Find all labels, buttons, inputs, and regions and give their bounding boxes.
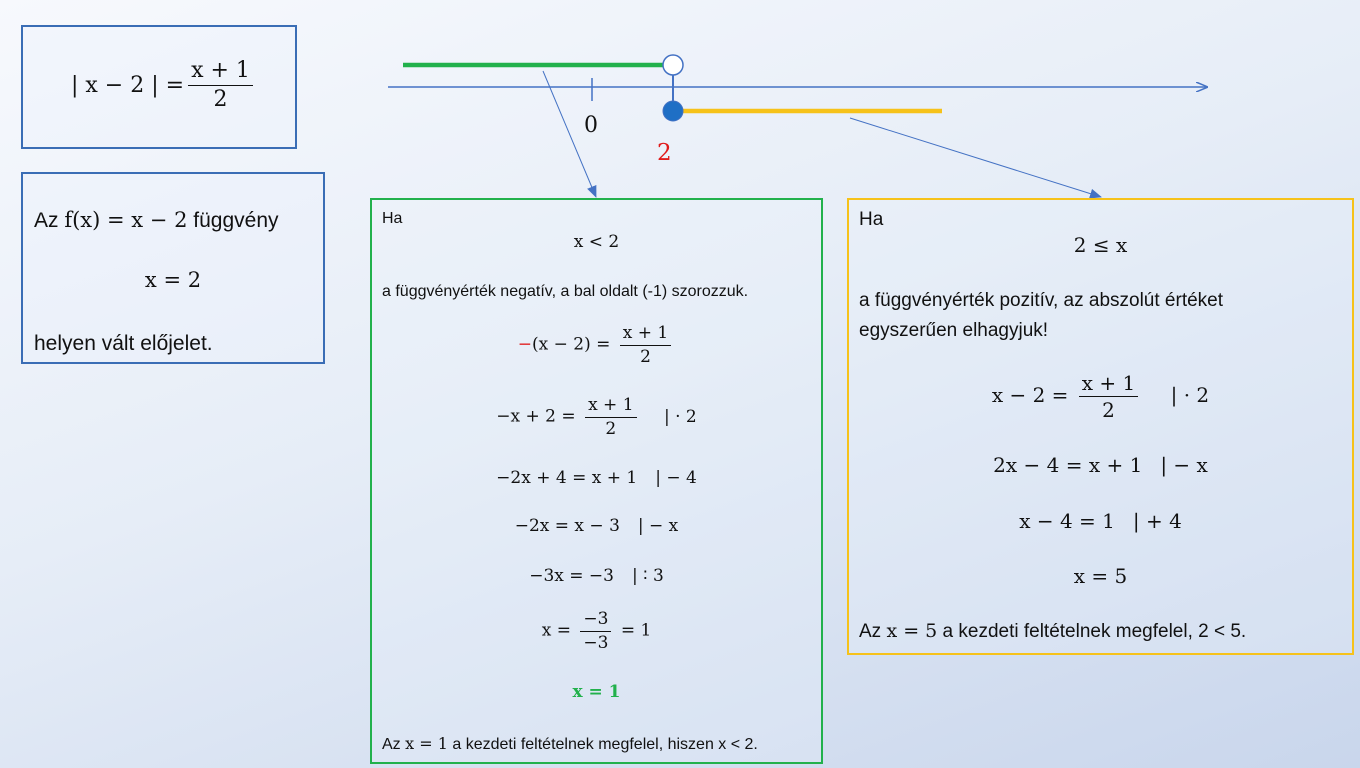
equation-box: | x − 2 | = x + 1 2 xyxy=(21,25,297,149)
equation-numerator: x + 1 xyxy=(188,58,253,87)
right-conclusion-post: a kezdeti feltételnek megfelel, 2 < 5. xyxy=(937,621,1247,642)
right-step-1-num: x + 1 xyxy=(1078,372,1139,397)
left-step-6-fraction: −3 −3 xyxy=(580,610,612,653)
sign-line-2: x = 2 xyxy=(144,268,202,292)
left-step-3-note: | − 4 xyxy=(655,468,697,488)
right-step-1-fraction: x + 1 2 xyxy=(1078,372,1139,422)
right-step-1-lhs: x − 2 = xyxy=(991,383,1069,407)
left-ha: Ha xyxy=(382,210,403,227)
left-step-5: −3x = −3 | ∶ 3 xyxy=(372,566,821,586)
left-step-4-note: | − x xyxy=(637,516,679,536)
left-step-2-num: x + 1 xyxy=(585,396,637,418)
closed-point-icon xyxy=(662,100,684,122)
left-step-3-eq: −2x + 4 = x + 1 xyxy=(496,468,638,488)
left-step-5-eq: −3x = −3 xyxy=(529,566,614,586)
right-conclusion-math: x = 5 xyxy=(886,620,938,642)
equation-denominator: 2 xyxy=(213,87,228,113)
arrow-to-left-case xyxy=(542,70,597,198)
left-conclusion: Az x = 1 a kezdeti feltételnek megfelel,… xyxy=(382,734,758,754)
right-step-2-note: | − x xyxy=(1160,453,1208,477)
sign-prefix: Az xyxy=(34,209,65,232)
main-equation: | x − 2 | = x + 1 2 xyxy=(71,58,257,113)
right-step-1: x − 2 = x + 1 2 | · 2 xyxy=(849,372,1352,421)
right-step-2: 2x − 4 = x + 1 | − x xyxy=(849,453,1352,477)
left-explanation: a függvényérték negatív, a bal oldalt (-… xyxy=(382,283,749,300)
right-step-1-note: | · 2 xyxy=(1170,383,1210,407)
right-case-box: Ha 2 ≤ x a függvényérték pozitív, az abs… xyxy=(847,198,1354,655)
left-step-4: −2x = x − 3 | − x xyxy=(372,516,821,536)
left-conclusion-post: a kezdeti feltételnek megfelel, hiszen x… xyxy=(447,736,758,753)
left-step-2-lhs: −x + 2 = xyxy=(496,406,576,427)
right-step-4: x = 5 xyxy=(1073,564,1128,588)
tick-two-label: 2 xyxy=(657,140,672,166)
left-step-2-den: 2 xyxy=(605,418,617,439)
sign-line-3: helyen vált előjelet. xyxy=(34,332,213,355)
right-ha: Ha xyxy=(859,209,884,230)
left-step-6: x = −3 −3 = 1 xyxy=(372,610,821,652)
arrow-to-right-case xyxy=(849,117,1102,199)
sign-function: f(x) = x − 2 xyxy=(64,208,188,232)
left-step-2-fraction: x + 1 2 xyxy=(585,396,637,439)
sign-suffix: függvény xyxy=(187,209,279,232)
left-step-5-note: | ∶ 3 xyxy=(631,566,664,586)
left-step-6-num: −3 xyxy=(580,610,612,632)
left-step-6-rhs: = 1 xyxy=(620,620,652,641)
right-explanation-1: a függvényérték pozitív, az abszolút ért… xyxy=(859,290,1224,311)
left-step-6-den: −3 xyxy=(583,632,609,653)
left-step-6-lhs: x = xyxy=(541,620,571,641)
tick-zero-label: 0 xyxy=(584,113,598,138)
left-condition: x < 2 xyxy=(573,232,620,252)
right-step-2-eq: 2x − 4 = x + 1 xyxy=(993,453,1143,477)
number-line xyxy=(388,54,1360,199)
right-step-3: x − 4 = 1 | + 4 xyxy=(849,509,1352,533)
left-conclusion-math: x = 1 xyxy=(405,734,448,753)
left-step-1-lhs: (x − 2) = xyxy=(532,334,611,355)
left-step-1-num: x + 1 xyxy=(619,324,672,346)
right-conclusion: Az x = 5 a kezdeti feltételnek megfelel,… xyxy=(859,620,1246,643)
left-step-1-fraction: x + 1 2 xyxy=(619,324,672,367)
left-step-2: −x + 2 = x + 1 2 | · 2 xyxy=(372,396,821,438)
equation-fraction: x + 1 2 xyxy=(188,58,253,113)
right-step-3-note: | + 4 xyxy=(1132,509,1182,533)
left-case-box: Ha x < 2 a függvényérték negatív, a bal … xyxy=(370,198,823,764)
sign-change-box: Az f(x) = x − 2 függvény x = 2 helyen vá… xyxy=(21,172,325,364)
equation-lhs: | x − 2 | = xyxy=(71,73,185,99)
right-conclusion-pre: Az xyxy=(859,621,887,642)
open-point-icon xyxy=(662,54,684,76)
right-step-1-den: 2 xyxy=(1102,398,1115,422)
right-step-3-eq: x − 4 = 1 xyxy=(1019,509,1115,533)
left-step-1-den: 2 xyxy=(640,346,651,367)
right-explanation-2: egyszerűen elhagyjuk! xyxy=(859,320,1049,341)
left-step-2-note: | · 2 xyxy=(663,406,697,427)
left-conclusion-pre: Az xyxy=(382,736,406,753)
left-step-1: −(x − 2) = x + 1 2 xyxy=(372,324,821,366)
left-step-1-minus: − xyxy=(517,334,532,355)
right-condition: 2 ≤ x xyxy=(1073,233,1128,257)
left-result: x = 1 xyxy=(572,682,621,702)
left-step-4-eq: −2x = x − 3 xyxy=(514,516,620,536)
left-step-3: −2x + 4 = x + 1 | − 4 xyxy=(372,468,821,488)
sign-line-1: Az f(x) = x − 2 függvény xyxy=(34,208,279,233)
